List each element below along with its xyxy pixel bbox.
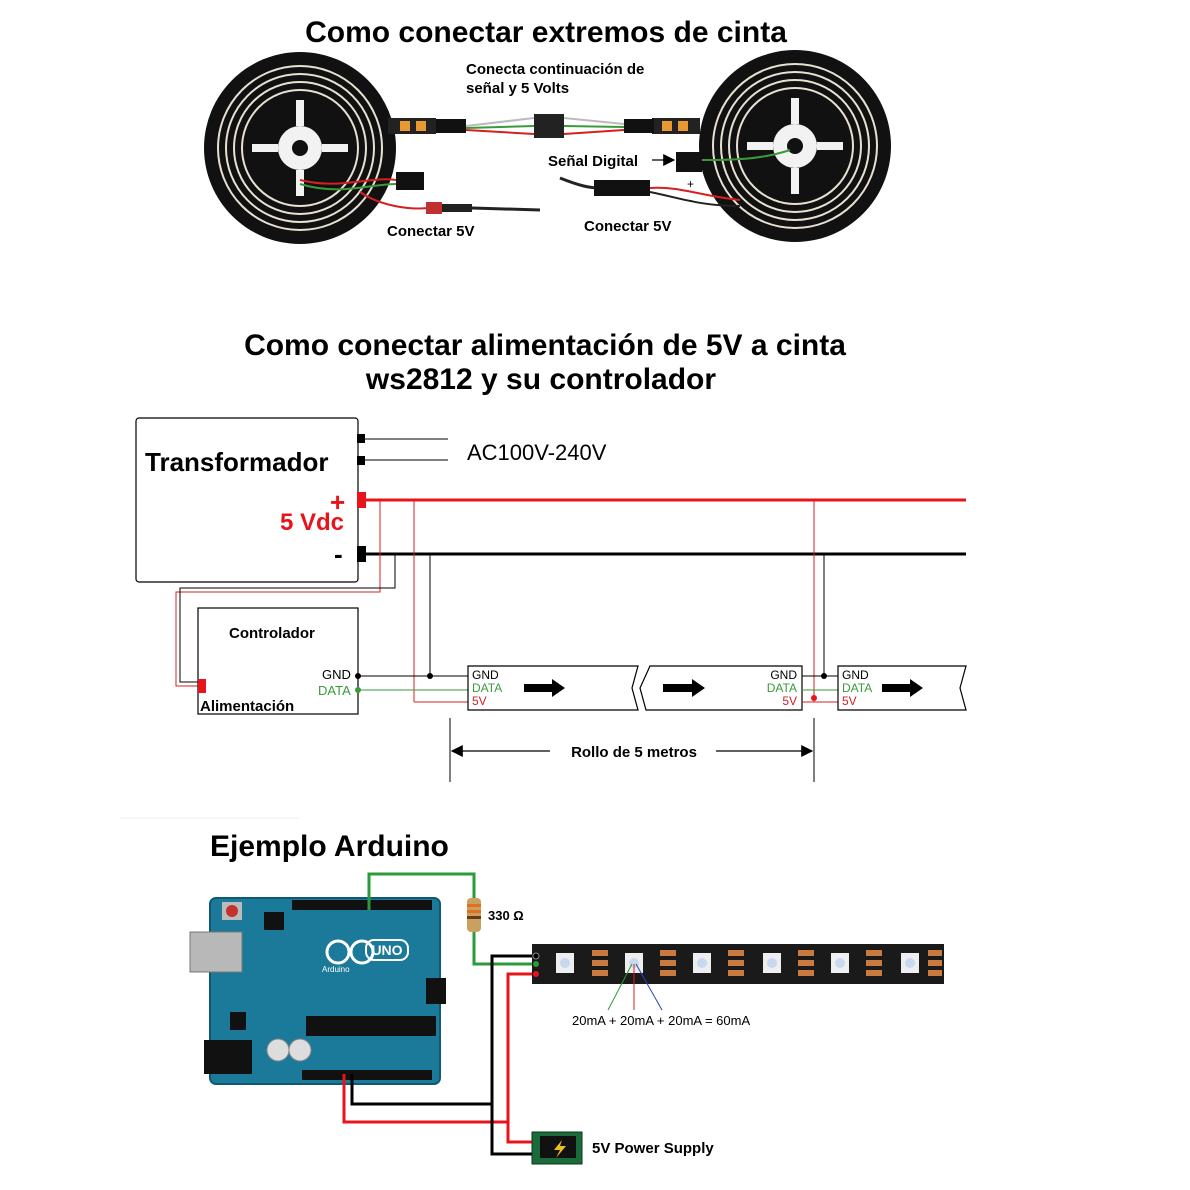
section2-title-line1: Como conectar alimentación de 5V a cinta (244, 329, 846, 362)
seg3-direction-arrow (882, 679, 923, 697)
right-power-connector (594, 180, 650, 196)
transformer-box (135, 417, 359, 583)
resistor-330 (467, 898, 481, 932)
board-name-label: Arduino (322, 965, 350, 974)
section-power-wiring: Como conectar alimentación de 5V a cinta… (135, 329, 967, 782)
section3-title: Ejemplo Arduino (210, 830, 449, 863)
seg2-5v: 5V (782, 694, 797, 708)
data-wire-to-resistor (367, 872, 476, 910)
right-led-reel (699, 50, 891, 242)
roll-length-label: Rollo de 5 metros (571, 744, 697, 761)
power-supply-label: 5V Power Supply (592, 1140, 714, 1157)
seg1-5v: 5V (472, 694, 487, 708)
led-pixel-4 (763, 950, 814, 976)
led-pixel-3 (693, 950, 744, 976)
signal-note-line1: Conecta continuación de (466, 61, 644, 78)
signal-note-line2: señal y 5 Volts (466, 80, 569, 97)
right-signal-connector (676, 152, 702, 172)
seg1-gnd: GND (472, 668, 499, 682)
left-signal-connector (396, 172, 424, 190)
vdc-label: 5 Vdc (280, 509, 344, 536)
controller-data-label: DATA (318, 683, 351, 698)
led-pixel-5 (831, 950, 882, 976)
middle-connector (534, 114, 564, 138)
led-pixel-1 (556, 950, 608, 976)
board-brand-label: UNO (371, 942, 402, 958)
power-label-right: Conectar 5V (584, 218, 672, 235)
controller-label: Controlador (229, 625, 315, 642)
plus-terminal-label: + (330, 487, 345, 517)
seg2-data: DATA (767, 681, 797, 695)
ac-input-label: AC100V-240V (467, 440, 607, 465)
plus-mark: + (687, 177, 694, 191)
signal-label: Señal Digital (548, 153, 638, 170)
section2-title-line2: ws2812 y su controlador (365, 363, 716, 396)
usb-port (189, 931, 243, 973)
right-connector-female (624, 119, 654, 133)
positive-terminal (357, 492, 366, 508)
seg2-direction-arrow (663, 679, 705, 697)
power-label-left: Conectar 5V (387, 223, 475, 240)
controller-box (197, 607, 359, 715)
minus-mark: - (689, 193, 693, 207)
power-in-label: Alimentación (200, 698, 294, 715)
transformer-label: Transformador (145, 447, 329, 477)
left-strip-end (388, 118, 436, 134)
controller-gnd-label: GND (322, 667, 351, 682)
atmega-chip (306, 1016, 436, 1036)
resistor-label: 330 Ω (488, 908, 524, 923)
right-strip-end (652, 118, 700, 134)
minus-terminal-label: - (334, 539, 343, 569)
seg3-5v: 5V (842, 694, 857, 708)
seg3-gnd: GND (842, 668, 869, 682)
current-equation: 20mA + 20mA + 20mA = 60mA (572, 1013, 750, 1028)
negative-terminal (357, 546, 366, 562)
seg2-gnd: GND (770, 668, 797, 682)
left-connector-male (436, 119, 466, 133)
digital-header (292, 900, 432, 910)
left-led-reel (204, 52, 396, 244)
section1-title: Como conectar extremos de cinta (305, 16, 787, 49)
strip-segment-2 (639, 665, 803, 711)
section-strip-ends: Como conectar extremos de cinta (204, 16, 891, 244)
seg1-data: DATA (472, 681, 502, 695)
seg3-data: DATA (842, 681, 872, 695)
section-arduino-example: Ejemplo Arduino UNO Arduino 330 Ω (120, 817, 944, 1165)
led-pixel-6 (901, 950, 942, 976)
power-header (302, 1070, 432, 1080)
seg1-direction-arrow (524, 679, 565, 697)
power-jack (204, 1040, 252, 1074)
